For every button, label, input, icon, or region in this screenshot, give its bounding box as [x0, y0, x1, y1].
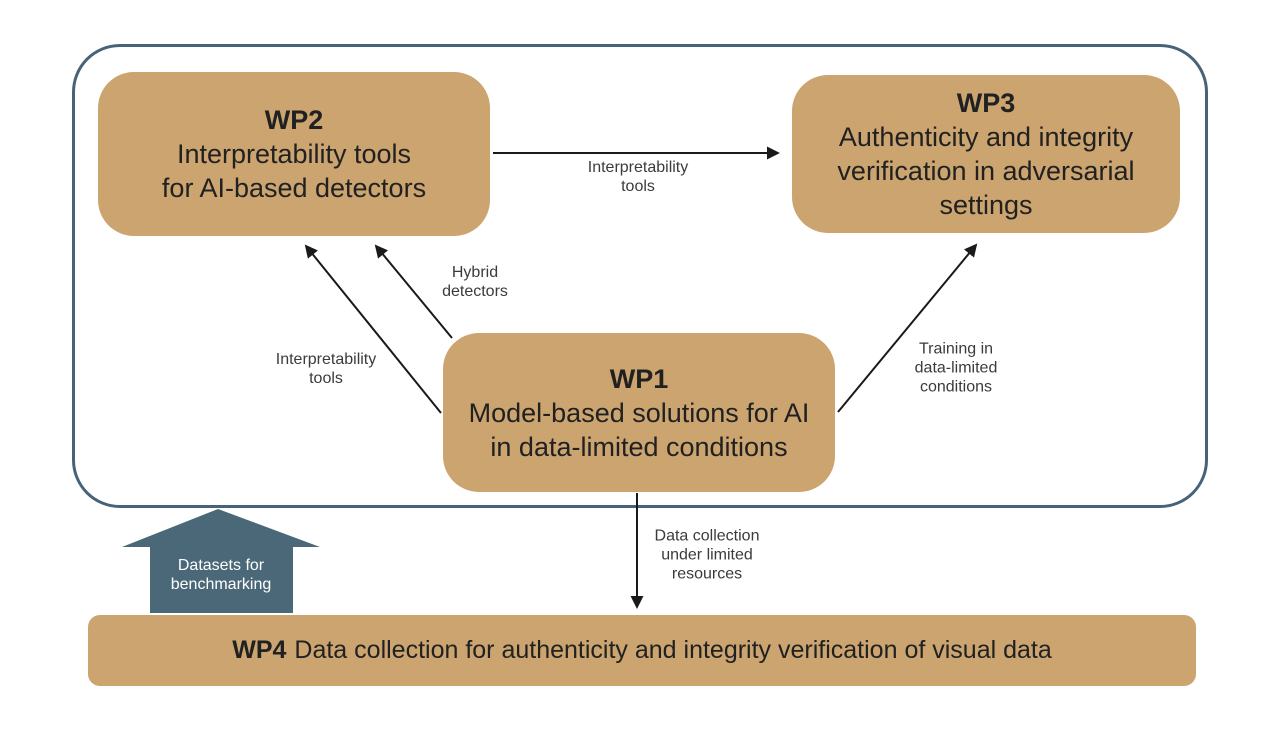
- edge-label-line: data-limited: [914, 359, 998, 377]
- wp3-line: Authenticity and integrity: [838, 122, 1134, 152]
- wp4-text: Data collection for authenticity and int…: [294, 636, 1052, 664]
- edge-label-training-data-limited: Training in data-limited conditions: [915, 340, 998, 397]
- wp4-bar: WP4 Data collection for authenticity and…: [88, 615, 1196, 686]
- wp3-node: WP3 Authenticity and integrity verificat…: [792, 75, 1180, 233]
- wp1-title: WP1: [609, 363, 669, 394]
- wp1-line: in data-limited conditions: [490, 431, 788, 462]
- edge-label-line: Hybrid: [451, 264, 499, 281]
- edge-label-datasets-for-benchmarking: Datasets for benchmarking: [171, 556, 272, 594]
- edge-label-interpretability-tools-left: Interpretability tools: [276, 350, 377, 388]
- wp2-line: Interpretability tools: [176, 139, 412, 169]
- edge-label-line: Data collection: [654, 527, 760, 545]
- wp3-title: WP3: [956, 88, 1016, 118]
- wp2-line: for AI-based detectors: [161, 173, 427, 203]
- edge-label-line: resources: [671, 565, 743, 583]
- wp4-title: WP4: [232, 636, 287, 664]
- wp1-node: WP1 Model-based solutions for AI in data…: [443, 333, 835, 492]
- wp1-line: Model-based solutions for AI: [468, 397, 810, 428]
- wp3-line: settings: [939, 190, 1033, 220]
- edge-label-interpretability-tools-top: Interpretability tools: [588, 158, 689, 196]
- edge-label-line: benchmarking: [170, 576, 272, 593]
- edge-label-line: Interpretability: [587, 159, 689, 176]
- wp2-title: WP2: [264, 105, 324, 135]
- edge-label-line: Datasets for: [177, 557, 265, 574]
- edge-label-hybrid-detectors: Hybrid detectors: [442, 263, 508, 301]
- wp3-line: verification in adversarial: [837, 156, 1135, 186]
- edge-label-line: tools: [309, 370, 343, 387]
- edge-label-data-collection-limited-resources: Data collection under limited resources: [655, 527, 760, 584]
- wp2-node: WP2 Interpretability tools for AI-based …: [98, 72, 490, 236]
- edge-label-line: detectors: [442, 283, 508, 300]
- edge-label-line: under limited: [661, 546, 753, 564]
- edge-label-line: tools: [621, 178, 655, 195]
- edge-label-line: conditions: [919, 378, 993, 396]
- edge-label-line: Interpretability: [275, 351, 377, 368]
- edge-label-line: Training in: [918, 340, 994, 358]
